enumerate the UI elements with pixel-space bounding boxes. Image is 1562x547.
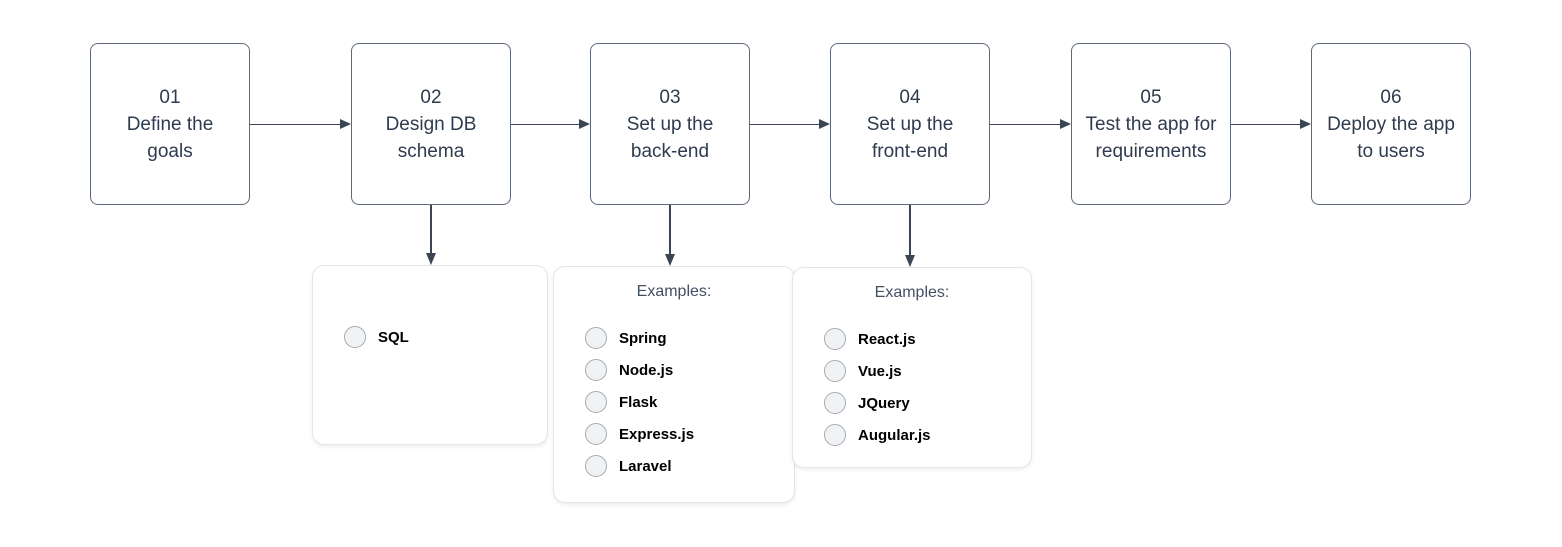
panel-db-examples: SQL bbox=[312, 265, 548, 445]
list-item: Vue.js bbox=[824, 355, 1025, 387]
arrow-right-icon bbox=[1300, 119, 1311, 129]
panel-backend-examples: Examples: Spring Node.js Flask Express.j… bbox=[553, 266, 795, 503]
connector-line-1-2 bbox=[250, 123, 340, 125]
step-label-line: Test the app for bbox=[1085, 113, 1217, 135]
connector-line-3-4 bbox=[750, 123, 819, 125]
step-label-line: Deploy the app bbox=[1327, 113, 1455, 135]
step-number: 04 bbox=[899, 86, 921, 108]
panel-heading: Examples: bbox=[874, 284, 950, 301]
connector-line-2-3 bbox=[511, 123, 579, 125]
step-number: 01 bbox=[159, 86, 181, 108]
panel-frontend-examples: Examples: React.js Vue.js JQuery Augular… bbox=[792, 267, 1032, 468]
step-label-line: front-end bbox=[871, 140, 949, 162]
step-box-setup-frontend: 04 Set up the front-end bbox=[830, 43, 990, 205]
list-item: Flask bbox=[585, 386, 788, 418]
step-label-line: goals bbox=[147, 140, 193, 162]
list-item: Spring bbox=[585, 322, 788, 354]
item-label: Vue.js bbox=[858, 362, 902, 380]
connector-line-2-panel bbox=[430, 205, 432, 253]
connector-line-4-5 bbox=[990, 123, 1060, 125]
step-number: 02 bbox=[420, 86, 442, 108]
list-item: SQL bbox=[344, 321, 541, 353]
arrow-right-icon bbox=[1060, 119, 1071, 129]
item-label: React.js bbox=[858, 330, 916, 348]
connector-line-5-6 bbox=[1231, 123, 1300, 125]
panel-list: SQL bbox=[344, 321, 541, 353]
radio-button[interactable] bbox=[344, 326, 366, 348]
radio-button[interactable] bbox=[824, 392, 846, 414]
step-box-deploy-app: 06 Deploy the app to users bbox=[1311, 43, 1471, 205]
arrow-down-icon bbox=[426, 253, 436, 265]
list-item: Express.js bbox=[585, 418, 788, 450]
step-label-line: Set up the bbox=[626, 113, 714, 135]
radio-button[interactable] bbox=[824, 360, 846, 382]
item-label: Node.js bbox=[619, 361, 674, 379]
radio-button[interactable] bbox=[585, 359, 607, 381]
step-label-line: schema bbox=[397, 140, 465, 162]
step-label-line: back-end bbox=[630, 140, 710, 162]
item-label: SQL bbox=[378, 328, 409, 346]
list-item: Augular.js bbox=[824, 419, 1025, 451]
step-number: 06 bbox=[1380, 86, 1402, 108]
step-label-line: Define the bbox=[126, 113, 214, 135]
list-item: JQuery bbox=[824, 387, 1025, 419]
item-label: Augular.js bbox=[858, 426, 931, 444]
step-box-setup-backend: 03 Set up the back-end bbox=[590, 43, 750, 205]
item-label: Flask bbox=[619, 393, 658, 411]
panel-heading: Examples: bbox=[636, 283, 712, 300]
radio-button[interactable] bbox=[824, 424, 846, 446]
step-label-line: requirements bbox=[1095, 140, 1207, 162]
step-number: 05 bbox=[1140, 86, 1162, 108]
step-number: 03 bbox=[659, 86, 681, 108]
step-box-test-app: 05 Test the app for requirements bbox=[1071, 43, 1231, 205]
panel-list: Spring Node.js Flask Express.js Laravel bbox=[585, 322, 788, 482]
list-item: Laravel bbox=[585, 450, 788, 482]
radio-button[interactable] bbox=[585, 391, 607, 413]
step-label-line: Set up the bbox=[866, 113, 954, 135]
item-label: Spring bbox=[619, 329, 667, 347]
arrow-down-icon bbox=[905, 255, 915, 267]
panel-list: React.js Vue.js JQuery Augular.js bbox=[824, 323, 1025, 451]
step-box-design-db-schema: 02 Design DB schema bbox=[351, 43, 511, 205]
arrow-down-icon bbox=[665, 254, 675, 266]
step-box-define-goals: 01 Define the goals bbox=[90, 43, 250, 205]
list-item: Node.js bbox=[585, 354, 788, 386]
item-label: Express.js bbox=[619, 425, 695, 443]
connector-line-3-panel bbox=[669, 205, 671, 254]
radio-button[interactable] bbox=[585, 455, 607, 477]
list-item: React.js bbox=[824, 323, 1025, 355]
radio-button[interactable] bbox=[585, 327, 607, 349]
item-label: JQuery bbox=[858, 394, 910, 412]
radio-button[interactable] bbox=[824, 328, 846, 350]
item-label: Laravel bbox=[619, 457, 672, 475]
step-label-line: Design DB bbox=[385, 113, 477, 135]
arrow-right-icon bbox=[819, 119, 830, 129]
connector-line-4-panel bbox=[909, 205, 911, 255]
radio-button[interactable] bbox=[585, 423, 607, 445]
arrow-right-icon bbox=[340, 119, 351, 129]
step-label-line: to users bbox=[1357, 140, 1425, 162]
arrow-right-icon bbox=[579, 119, 590, 129]
